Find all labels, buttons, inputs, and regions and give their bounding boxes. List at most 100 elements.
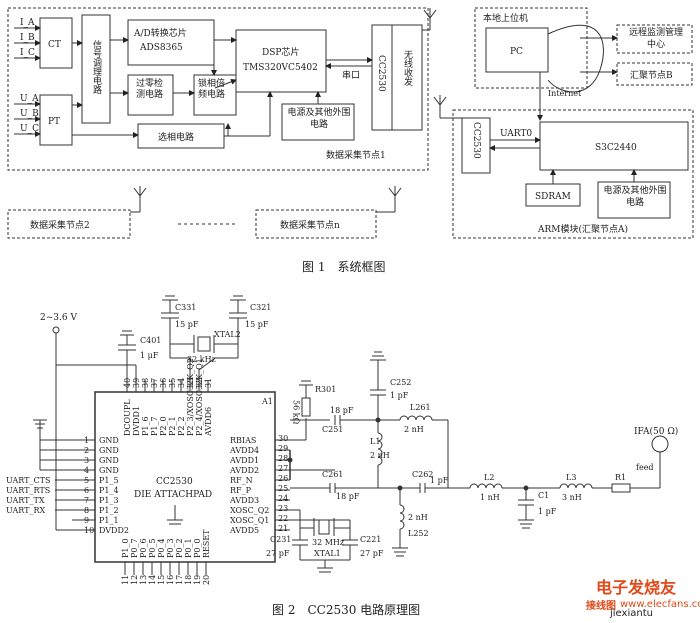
c261-val: 18 pF xyxy=(336,492,360,501)
s3c-label: S3C2440 xyxy=(595,143,637,153)
pin-name: P1_2 xyxy=(99,506,119,515)
xtal1-ref: XTAL1 xyxy=(314,549,341,558)
pin-number: 35 xyxy=(168,378,177,388)
c321-val: 15 pF xyxy=(245,320,269,329)
pin-name: DCOUPL xyxy=(123,399,132,436)
phase-label: 选相电路 xyxy=(158,131,194,143)
pc-box xyxy=(485,27,549,73)
node2-label: 数据采集节点2 xyxy=(30,219,90,231)
cond-box xyxy=(81,14,111,124)
pin-number: 7 xyxy=(84,496,89,505)
pin-name: RESET xyxy=(202,529,211,558)
pin-name: P2_1 xyxy=(168,416,177,436)
sinkb-frame xyxy=(616,62,693,86)
pin-number: 3 xyxy=(84,456,89,465)
pin-number: 4 xyxy=(84,466,89,475)
fig1-caption: 图 1 系统框图 xyxy=(302,260,386,274)
top-pin-stubs xyxy=(126,370,209,392)
uart-signal-label: UART_CTS xyxy=(6,476,50,485)
cc2530-2-label: CC2530 xyxy=(471,122,481,159)
pin-number: 9 xyxy=(84,516,89,525)
pin-name: RBIAS xyxy=(230,436,256,445)
l3-val: 3 nH xyxy=(562,493,582,502)
pin-name: P0_2 xyxy=(175,538,184,558)
pc-label: PC xyxy=(510,47,523,57)
l261-val: 2 nH xyxy=(404,425,424,434)
pin-name: P0_7 xyxy=(130,538,139,558)
pin-name: DVDD1 xyxy=(132,406,141,436)
l3-ref: L3 xyxy=(566,473,576,482)
c321-ref: C321 xyxy=(250,303,271,312)
ifa-label: IFA(50 Ω) xyxy=(634,426,678,437)
pin-name: GND xyxy=(99,436,119,445)
xtal1-val: 32 MHz xyxy=(312,538,344,547)
node2-frame xyxy=(7,209,131,239)
pt-label: PT xyxy=(48,117,60,127)
chip-ref: A1 xyxy=(261,397,273,406)
pin-name: P1_0 xyxy=(121,538,130,558)
xtal2-val: 32 kHz xyxy=(187,355,216,364)
sinkb-label: 汇聚节点B xyxy=(630,70,673,81)
pin-name: P1_4 xyxy=(99,486,119,495)
pin-number: 14 xyxy=(148,575,157,585)
arm-label: ARM模块(汇聚节点A) xyxy=(537,223,628,235)
chip-body xyxy=(94,391,276,563)
serial-label: 串口 xyxy=(342,70,360,81)
pin-number: 18 xyxy=(184,575,193,585)
l1-val: 2 nH xyxy=(370,451,390,460)
l2-ref: L2 xyxy=(484,473,494,482)
pin-number: 39 xyxy=(132,378,141,388)
c251-ref: C251 xyxy=(322,425,343,434)
uart-signal-label: UART_RTS xyxy=(6,486,50,495)
pin-number: 34 xyxy=(177,378,186,388)
chip-name: CC2530 xyxy=(156,477,193,487)
fig1-vertical-labels: 信号调理电路 CC2530 无线收发 CC2530 xyxy=(91,39,481,159)
pin-number: 27 xyxy=(278,464,288,473)
pin-number: 28 xyxy=(278,454,288,463)
cc2530-1-label: CC2530 xyxy=(376,55,386,92)
pin-number: 33 xyxy=(186,378,195,388)
pin-name: RF_N xyxy=(230,476,253,485)
c401-ref: C401 xyxy=(140,336,161,345)
l252-ref: L252 xyxy=(408,529,429,538)
feed-label: feed xyxy=(636,463,654,472)
remote-label: 远程监测管理中心 xyxy=(628,28,683,50)
watermark-logo: 电子发烧友 xyxy=(596,578,677,597)
pin-number: 13 xyxy=(139,575,148,585)
remote-frame xyxy=(616,24,693,54)
c231-val: 27 pF xyxy=(266,549,290,558)
pin-name: AVDD5 xyxy=(229,526,259,535)
c261-ref: C261 xyxy=(322,470,343,479)
pin-number: 19 xyxy=(193,575,202,585)
input-ib: I_B xyxy=(20,33,35,43)
pin-name: P2_2 xyxy=(177,416,186,436)
pc-frame xyxy=(474,7,588,89)
cc2530-node-box xyxy=(371,24,423,131)
pin-number: 32 xyxy=(195,378,204,388)
l252-val: 2 nH xyxy=(408,513,428,522)
c1-ref: C1 xyxy=(538,491,549,500)
s3c-box xyxy=(539,121,689,171)
input-ic: I_C xyxy=(20,48,35,58)
zero-detect-label: 过零检测电路 xyxy=(136,79,164,100)
node1-label: 数据采集节点1 xyxy=(326,149,386,161)
pin-number: 1 xyxy=(84,436,89,445)
pin-name: P2_0 xyxy=(159,416,168,436)
cond-label: 信号调理电路 xyxy=(91,39,102,95)
noden-label: 数据采集节点n xyxy=(280,219,340,231)
pin-number: 25 xyxy=(278,484,288,493)
pin-name: P1_3 xyxy=(99,496,119,505)
sdram-label: SDRAM xyxy=(535,192,571,202)
pin-name: P2_4/XOSC32K_Q1 xyxy=(195,358,204,436)
watermark-site-cn: 接线图 xyxy=(586,601,616,612)
input-ua: U_A xyxy=(20,94,39,104)
c252-val: 1 pF xyxy=(390,391,409,400)
xtal2-ref: XTAL2 xyxy=(214,330,241,339)
pin-number: 15 xyxy=(157,575,166,585)
wireless-label: 无线收发 xyxy=(402,50,413,87)
pin-name: P0_4 xyxy=(157,538,166,558)
pin-number: 21 xyxy=(278,524,288,533)
uart-signal-label: UART_RX xyxy=(6,506,46,515)
pin-number: 38 xyxy=(141,378,150,388)
